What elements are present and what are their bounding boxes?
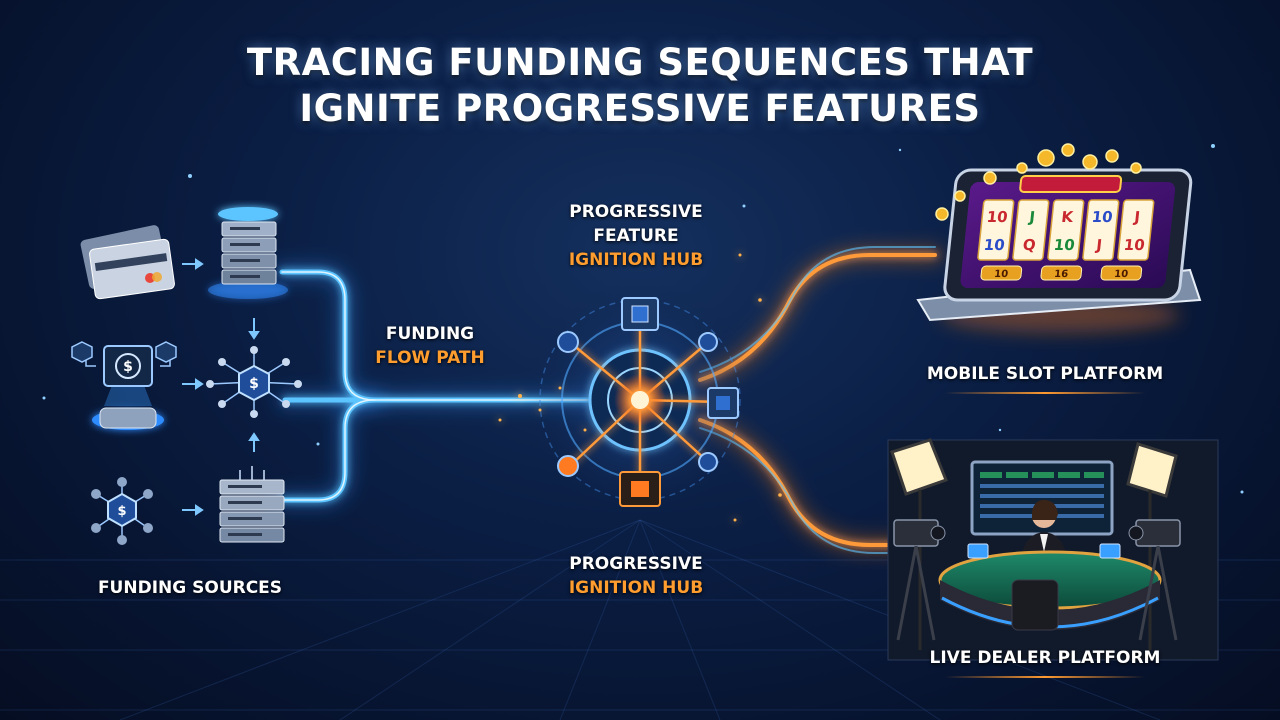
mobile-platform-underline — [945, 392, 1145, 394]
dollar-glyph: $ — [123, 359, 133, 375]
chip-icon — [621, 297, 659, 331]
slot-symbol: K — [1060, 208, 1075, 226]
chip-icon — [619, 471, 661, 507]
slot-symbol: J — [1027, 208, 1035, 226]
mobile-platform-label: MOBILE SLOT PLATFORM — [900, 362, 1190, 394]
gold-coin-icon — [935, 143, 1142, 221]
credit-card-icon — [80, 225, 175, 300]
ignition-hub — [520, 280, 760, 520]
source-arrows — [182, 258, 260, 516]
live-dealer-studio — [887, 438, 1219, 661]
slot-symbol: J — [1132, 208, 1140, 226]
camera-icon — [893, 519, 1181, 641]
funding-sources-label: FUNDING SOURCES — [97, 578, 283, 598]
slot-button-label: 10 — [994, 269, 1009, 280]
dollar-glyph: $ — [249, 376, 259, 392]
mobile-platform-text: MOBILE SLOT PLATFORM — [926, 364, 1164, 384]
slot-symbol: 10 — [1123, 236, 1146, 254]
hub-top-line-1: PROGRESSIVE — [569, 202, 703, 222]
server-stack-bottom-icon — [219, 466, 285, 543]
live-dealer-platform-text: LIVE DEALER PLATFORM — [929, 648, 1161, 668]
sparkles — [42, 144, 1244, 494]
funding-flow-line-2: FLOW PATH — [375, 348, 485, 368]
title-line-1: TRACING FUNDING SEQUENCES THAT — [246, 41, 1034, 84]
slot-symbol: J — [1095, 236, 1103, 254]
slot-symbol: 10 — [983, 236, 1006, 254]
live-dealer-platform-underline — [945, 676, 1145, 678]
slot-button-label: 10 — [1114, 269, 1129, 280]
slot-button-label: 16 — [1054, 269, 1069, 280]
spark-particles — [498, 253, 782, 522]
network-node-icon: $ — [206, 346, 302, 418]
hub-top-label: PROGRESSIVE FEATURE IGNITION HUB — [556, 200, 716, 272]
pipe-bottom — [279, 397, 378, 503]
blockchain-node-icon: $ — [91, 477, 153, 545]
crypto-hologram-icon: $ — [71, 341, 177, 430]
slot-symbol: 10 — [1091, 208, 1114, 226]
slot-symbol: 10 — [1053, 236, 1076, 254]
funding-flow-label: FUNDING FLOW PATH — [360, 322, 500, 370]
hub-bottom-line-2: IGNITION HUB — [568, 578, 704, 598]
node-icon — [557, 331, 718, 477]
hub-bottom-line-1: PROGRESSIVE — [569, 554, 703, 574]
slot-symbol: Q — [1022, 236, 1037, 254]
live-dealer-platform-label: LIVE DEALER PLATFORM — [900, 646, 1190, 678]
hub-top-line-2: FEATURE — [593, 226, 679, 246]
funding-flow-line-1: FUNDING — [385, 324, 475, 344]
funding-flow-pipes — [273, 263, 609, 509]
mobile-slot-phone: 10 J K 10 J 10 Q 10 J 10 10 16 10 — [916, 143, 1202, 333]
hub-bottom-label: PROGRESSIVE IGNITION HUB — [556, 552, 716, 600]
chip-icon — [707, 387, 739, 419]
dollar-glyph: $ — [117, 504, 126, 519]
server-stack-top-icon — [208, 207, 288, 299]
slot-symbol: 10 — [986, 208, 1009, 226]
page-title: TRACING FUNDING SEQUENCES THAT IGNITE PR… — [0, 40, 1280, 132]
title-line-2: IGNITE PROGRESSIVE FEATURES — [299, 87, 981, 130]
hub-top-line-3: IGNITION HUB — [568, 250, 704, 270]
